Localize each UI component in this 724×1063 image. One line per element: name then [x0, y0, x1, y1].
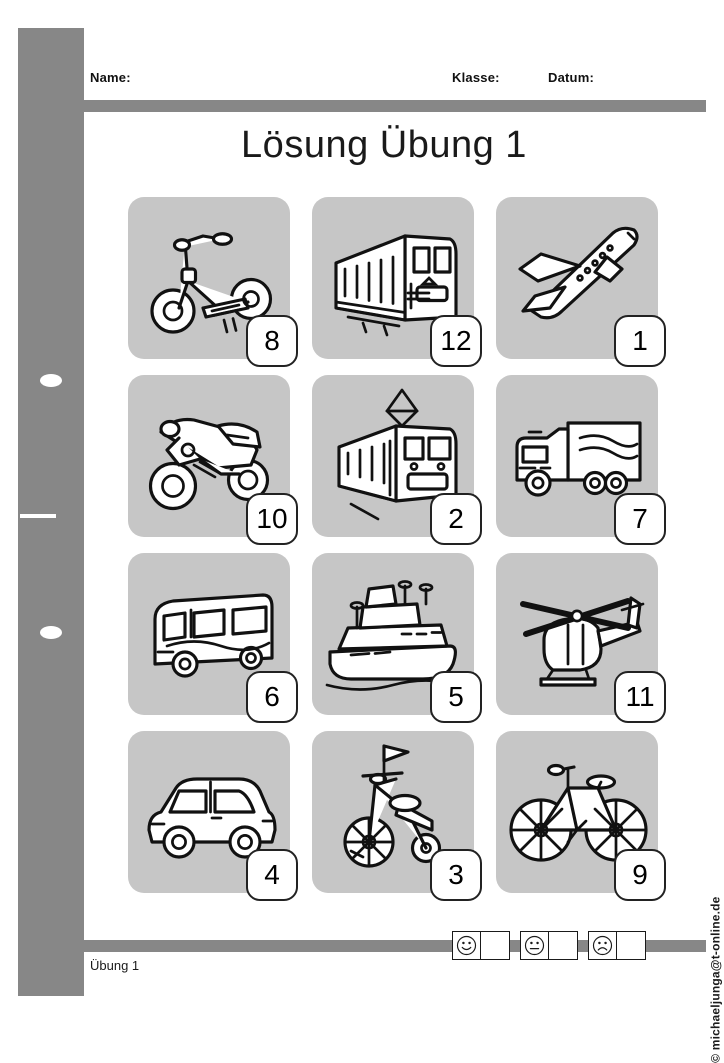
vehicle-tile-grid: 8 12 [128, 197, 666, 901]
tile-number-badge: 4 [246, 849, 298, 901]
tram-icon [318, 381, 468, 531]
copyright-notice: © michaeljunga@t-online.de [708, 896, 722, 1063]
vehicle-tile[interactable]: 2 [312, 375, 482, 545]
tile-number-badge: 1 [614, 315, 666, 367]
self-assessment-checkbox[interactable] [617, 931, 646, 960]
helicopter-icon [502, 559, 652, 709]
klasse-field-label: Klasse: [452, 70, 500, 85]
self-assessment-option [520, 931, 578, 961]
vehicle-tile[interactable]: 6 [128, 553, 298, 723]
vehicle-tile[interactable]: 1 [496, 197, 666, 367]
tile-number-badge: 12 [430, 315, 482, 367]
tile-number-badge: 10 [246, 493, 298, 545]
tile-number-badge: 6 [246, 671, 298, 723]
page-title: Lösung Übung 1 [241, 124, 527, 166]
self-assessment-option [588, 931, 646, 961]
bus-icon [134, 559, 284, 709]
self-assessment-option [452, 931, 510, 961]
vehicle-tile[interactable]: 7 [496, 375, 666, 545]
punch-hole-icon [40, 374, 62, 387]
vehicle-tile[interactable]: 3 [312, 731, 482, 901]
vehicle-tile[interactable]: 8 [128, 197, 298, 367]
center-fold-mark [20, 514, 56, 518]
vehicle-tile[interactable]: 4 [128, 731, 298, 901]
vehicle-tile[interactable]: 9 [496, 731, 666, 901]
header-fields: Name: Klasse: Datum: [84, 70, 706, 96]
motorcycle-icon [134, 381, 284, 531]
datum-field-label: Datum: [548, 70, 594, 85]
vehicle-tile[interactable]: 5 [312, 553, 482, 723]
self-assessment-checkbox[interactable] [549, 931, 578, 960]
header-divider [84, 100, 706, 112]
train-icon [318, 203, 468, 353]
footer-exercise-label: Übung 1 [90, 958, 140, 973]
sad-face-icon [588, 931, 617, 960]
car-icon [134, 737, 284, 887]
tricycle-icon [318, 737, 468, 887]
worksheet-page: Name: Klasse: Datum: Lösung Übung 1 8 [18, 28, 722, 1063]
name-field-label: Name: [90, 70, 131, 85]
self-assessment-row [452, 931, 646, 961]
tile-number-badge: 3 [430, 849, 482, 901]
binder-margin-strip [18, 28, 84, 996]
tile-number-badge: 2 [430, 493, 482, 545]
self-assessment-checkbox[interactable] [481, 931, 510, 960]
tile-number-badge: 8 [246, 315, 298, 367]
tile-number-badge: 11 [614, 671, 666, 723]
truck-icon [502, 381, 652, 531]
airplane-icon [502, 203, 652, 353]
neutral-face-icon [520, 931, 549, 960]
vehicle-tile[interactable]: 10 [128, 375, 298, 545]
happy-face-icon [452, 931, 481, 960]
scooter-icon [134, 203, 284, 353]
vehicle-tile[interactable]: 12 [312, 197, 482, 367]
bicycle-icon [502, 737, 652, 887]
vehicle-tile[interactable]: 11 [496, 553, 666, 723]
ship-icon [318, 559, 468, 709]
punch-hole-icon [40, 626, 62, 639]
tile-number-badge: 7 [614, 493, 666, 545]
tile-number-badge: 9 [614, 849, 666, 901]
tile-number-badge: 5 [430, 671, 482, 723]
